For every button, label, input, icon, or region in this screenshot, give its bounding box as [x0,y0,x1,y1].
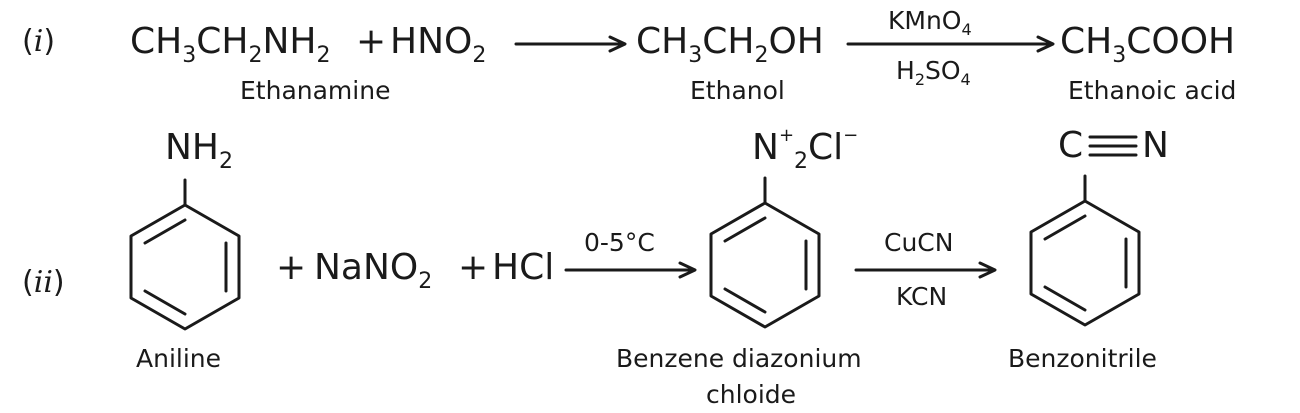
benzonitrile-benzene-ring [1029,174,1141,327]
arrow-1 [514,35,627,53]
plus-sign-2: + [458,247,489,288]
ethanol-formula: CH3CH2OH [636,21,824,68]
arrow-4 [854,261,997,279]
nitrous-acid-formula: HNO2 [390,21,487,68]
ethanamine-formula: CH3CH2NH2 [130,21,331,68]
diazonium-benzene-ring [709,176,821,329]
amino-group: NH2 [165,127,233,174]
temperature-condition: 0-5°C [584,228,655,257]
sodium-nitrite-formula: NaNO2 [314,247,433,294]
reaction-ii-marker: (ii) [22,265,65,300]
h2so4-reagent: H2SO4 [896,56,971,89]
kmno4-reagent: KMnO4 [888,6,972,39]
ethanamine-label: Ethanamine [240,76,391,105]
triple-bond [1088,135,1138,157]
hcl-formula: HCl [492,247,555,288]
nitrile-carbon: C [1058,125,1084,166]
reaction-i-marker: (i) [22,24,56,59]
plus-sign-1: + [276,247,307,288]
ethanoic-acid-label: Ethanoic acid [1068,76,1237,105]
diazonium-group: N+2Cl− [752,125,859,174]
arrow-2 [846,35,1055,53]
nitrile-nitrogen: N [1142,125,1169,166]
diazonium-label-line1: Benzene diazonium [616,344,862,373]
plus-sign: + [356,21,387,62]
kcn-reagent: KCN [896,282,948,311]
benzonitrile-label: Benzonitrile [1008,344,1157,373]
cucn-reagent: CuCN [884,228,954,257]
ethanoic-acid-formula: CH3COOH [1060,21,1236,68]
aniline-benzene-ring [129,178,241,331]
ethanol-label: Ethanol [690,76,785,105]
arrow-3 [564,261,697,279]
diazonium-label-line2: chloide [706,380,797,409]
aniline-label: Aniline [136,344,222,373]
